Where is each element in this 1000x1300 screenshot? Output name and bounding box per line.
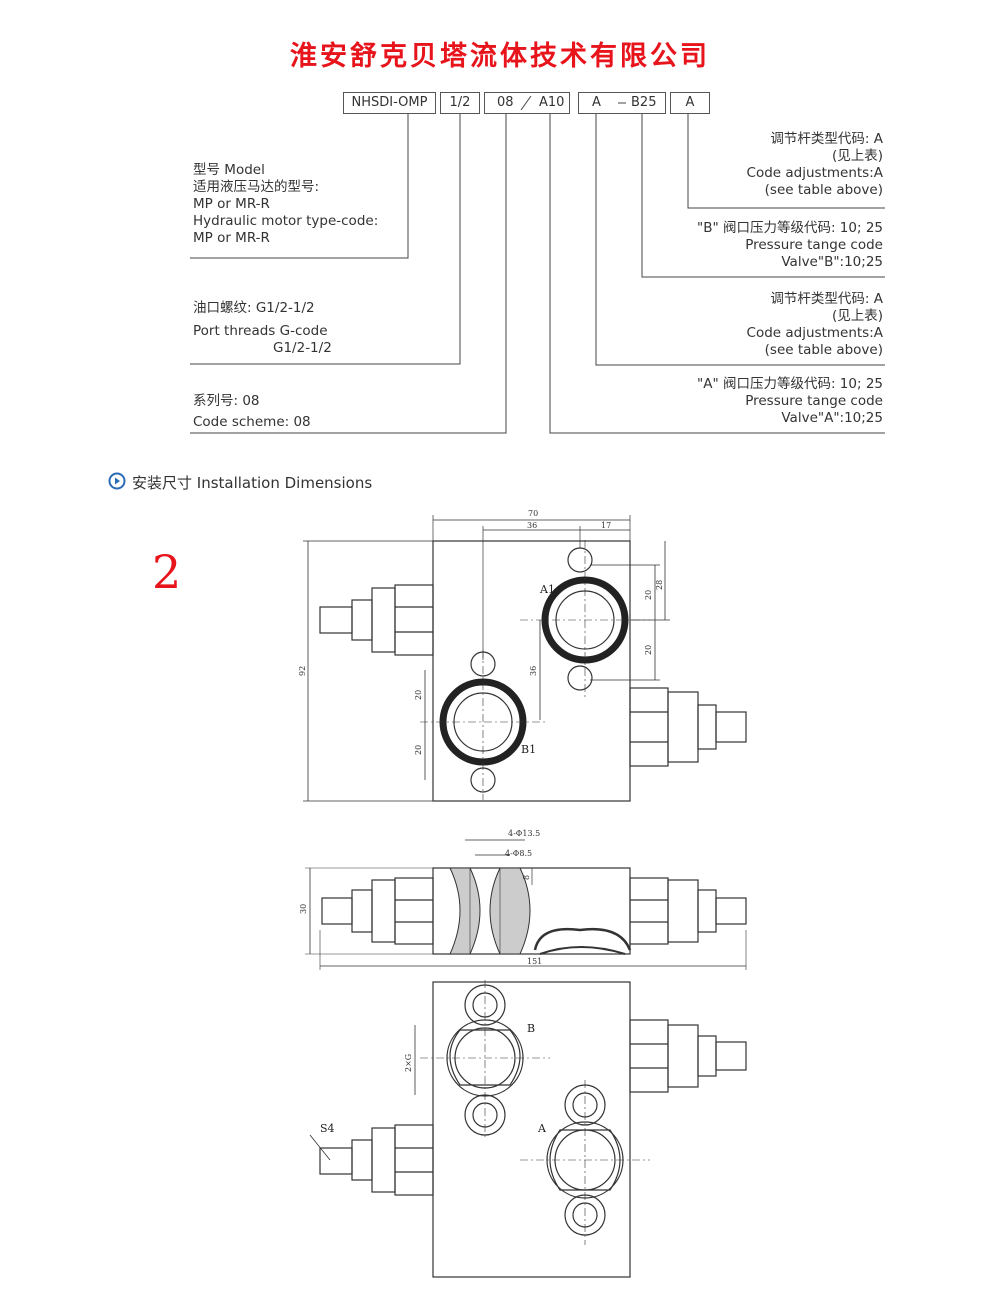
press-b-line: "B" 阀口压力等级代码: 10; 25 xyxy=(696,220,883,236)
leader-valve-a xyxy=(549,114,885,434)
leader-valve-b xyxy=(641,114,885,278)
model-line: MP or MR-R xyxy=(193,230,270,246)
company-title: 淮安舒克贝塔流体技术有限公司 xyxy=(290,41,710,72)
press-a-line: Pressure tange code xyxy=(745,393,883,409)
model-line: 适用液压马达的型号: xyxy=(193,179,320,195)
section-title: 安装尺寸 Installation Dimensions xyxy=(132,474,373,492)
view3-hole-3 xyxy=(564,1084,606,1126)
model-note: 型号 Model 适用液压马达的型号: MP or MR-R Hydraulic… xyxy=(193,162,378,247)
view3-block xyxy=(432,981,631,1278)
label-a1: A1 xyxy=(539,583,555,596)
view1-right-hex xyxy=(629,687,669,767)
play-bullet-icon xyxy=(108,472,126,490)
press-b-note: "B" 阀口压力等级代码: 10; 25 Pressure tange code… xyxy=(600,220,883,271)
adj-b-line: 调节杆类型代码: A xyxy=(770,131,883,147)
adj-b-line: Code adjustments:A xyxy=(746,165,883,181)
view1-hole-left-bottom xyxy=(470,767,496,793)
code-leader-lines xyxy=(190,95,885,434)
port-line: G1/2-1/2 xyxy=(273,340,332,356)
adj-a-line: Code adjustments:A xyxy=(746,325,883,341)
dim-20c: 20 xyxy=(414,690,423,700)
view1-hole-top xyxy=(567,547,593,573)
series-line: Code scheme: 08 xyxy=(193,414,311,430)
series-line: 系列号: 08 xyxy=(193,393,260,409)
view3-left-hex xyxy=(394,1124,434,1196)
leader-model xyxy=(190,114,409,259)
port-line: 油口螺纹: G1/2-1/2 xyxy=(193,300,315,316)
press-b-line: Valve"B":10;25 xyxy=(781,254,883,270)
series-note: 系列号: 08 Code scheme: 08 xyxy=(193,393,311,431)
press-a-note: "A" 阀口压力等级代码: 10; 25 Pressure tange code… xyxy=(600,376,883,427)
model-line: Hydraulic motor type-code: xyxy=(193,213,379,229)
dim-30: 30 xyxy=(299,904,308,914)
model-line: MP or MR-R xyxy=(193,196,270,212)
view3-hole-2 xyxy=(464,1094,506,1136)
view3-port-b xyxy=(446,1019,524,1097)
view1-port-b1-ring xyxy=(439,678,527,766)
view1-hole-left-top xyxy=(470,651,496,677)
dim-phi8-5: 4-Φ8.5 xyxy=(505,849,532,858)
leader-port xyxy=(190,114,461,365)
view3-port-a xyxy=(546,1121,624,1199)
view3-hole-1 xyxy=(464,984,506,1026)
leader-adj-b xyxy=(687,114,885,209)
code-cell-series-group: 08 A10 xyxy=(484,92,570,114)
press-b-line: Pressure tange code xyxy=(745,237,883,253)
view1-block xyxy=(432,540,631,802)
view1-port-a1-ring xyxy=(541,576,629,664)
adj-b-line: (see table above) xyxy=(764,182,883,198)
view2-left-hex xyxy=(394,877,434,945)
dim-20a: 20 xyxy=(644,590,653,600)
code-cell-adj-b: A xyxy=(670,92,710,114)
view3-right-hex xyxy=(629,1019,669,1093)
code-cell-model: NHSDI-OMP xyxy=(343,92,436,114)
dim-8: 8 xyxy=(522,875,531,880)
adj-b-line: (见上表) xyxy=(831,148,883,164)
view1-hole-mid xyxy=(567,665,593,691)
adj-a-line: (见上表) xyxy=(831,308,883,324)
code-cell-series: 08 xyxy=(497,95,514,110)
dim-36: 36 xyxy=(527,521,537,530)
leader-adj-a xyxy=(595,114,885,366)
dim-20d: 20 xyxy=(414,745,423,755)
code-cell-adj-a: A xyxy=(592,95,601,110)
leader-series xyxy=(190,114,507,434)
dim-20b: 20 xyxy=(644,645,653,655)
adj-a-line: 调节杆类型代码: A xyxy=(770,291,883,307)
press-a-line: Valve"A":10;25 xyxy=(781,410,883,426)
label-b: B xyxy=(527,1022,535,1035)
model-line: 型号 Model xyxy=(193,162,265,178)
adj-a-line: (see table above) xyxy=(764,342,883,358)
dim-28: 28 xyxy=(655,580,664,590)
dim-151: 151 xyxy=(527,957,542,966)
view2-right-hex xyxy=(629,877,669,945)
dim-92: 92 xyxy=(298,666,307,676)
drawing-number: 2 xyxy=(152,545,182,599)
dim-phi13-5: 4-Φ13.5 xyxy=(508,829,540,838)
dim-70: 70 xyxy=(528,509,538,518)
dim-17: 17 xyxy=(601,521,611,530)
view1-left-hex xyxy=(394,584,434,656)
adj-a-note: 调节杆类型代码: A (见上表) Code adjustments:A (see… xyxy=(640,291,883,359)
label-b1: B1 xyxy=(521,743,536,756)
port-line: Port threads G-code xyxy=(193,323,328,339)
view3-hole-4 xyxy=(564,1194,606,1236)
label-s4: S4 xyxy=(320,1122,335,1135)
view2-block xyxy=(432,867,631,955)
code-cell-valve-a: A10 xyxy=(539,95,565,110)
press-a-line: "A" 阀口压力等级代码: 10; 25 xyxy=(697,376,883,392)
code-cell-port: 1/2 xyxy=(440,92,480,114)
label-a: A xyxy=(537,1122,547,1135)
adj-b-note: 调节杆类型代码: A (见上表) Code adjustments:A (see… xyxy=(640,131,883,199)
view1-port-b1-bore xyxy=(453,692,513,752)
code-cell-valve-b: B25 xyxy=(631,95,657,110)
port-note: 油口螺纹: G1/2-1/2 Port threads G-code G1/2-… xyxy=(193,300,353,357)
code-slash xyxy=(520,95,532,111)
dim-2xg: 2×G xyxy=(404,1054,413,1072)
dim-36-vertical: 36 xyxy=(529,666,538,676)
view1-port-a1-bore xyxy=(555,590,615,650)
